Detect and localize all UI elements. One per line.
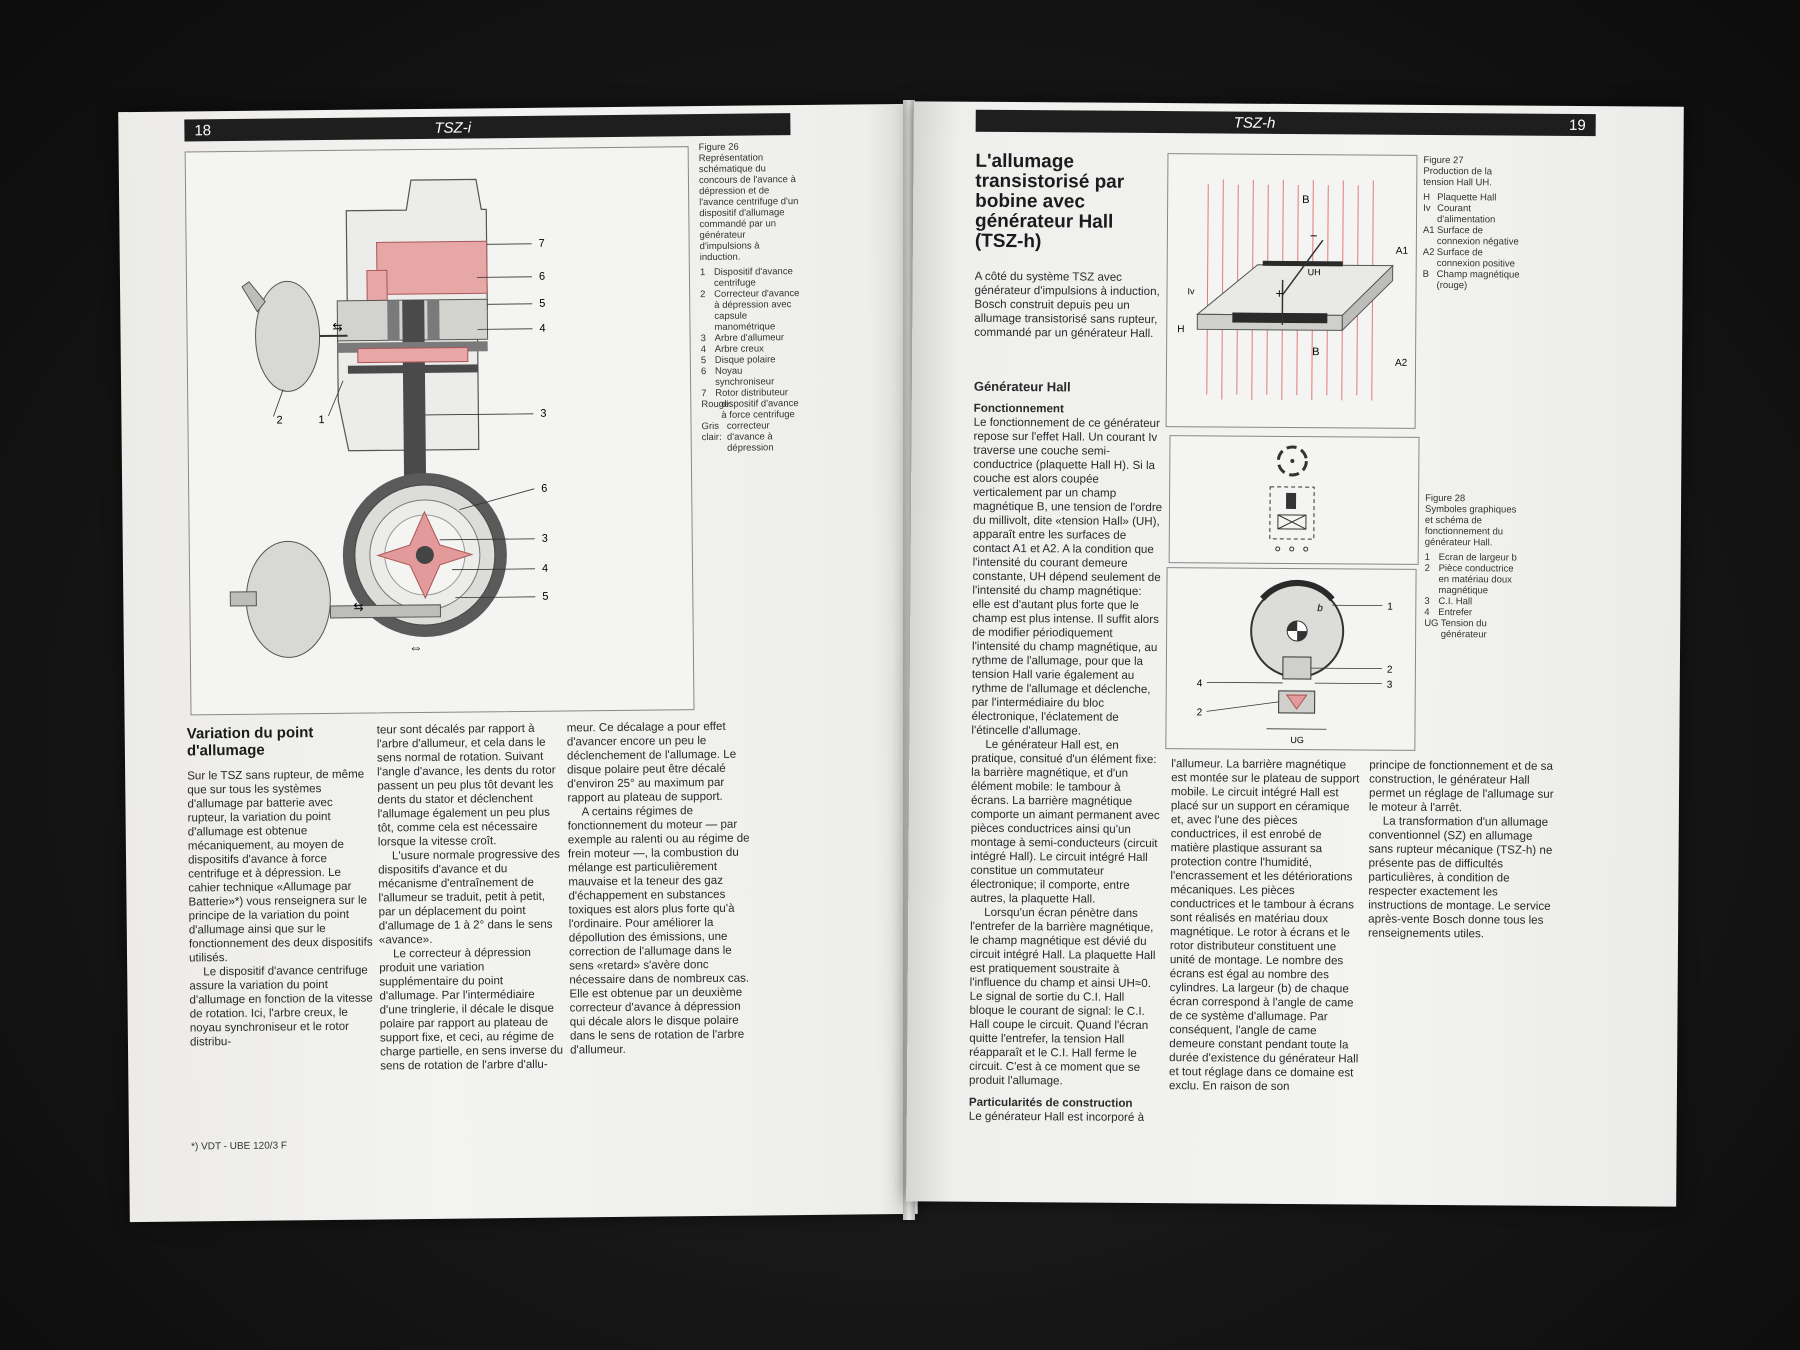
vacuum-capsule-bottom	[245, 540, 331, 658]
fig28-callout-2b: 2	[1197, 707, 1203, 718]
left-page-number: 18	[194, 121, 212, 139]
fig27-label-b-top: B	[1302, 194, 1309, 206]
left-heading: Variation du point d'allumage	[186, 724, 314, 760]
hall-symbol-diagram	[1269, 445, 1315, 552]
left-col-2: teur sont décalés par rapport à l'arbre …	[376, 721, 564, 1073]
right-col-3: principe de fonctionnement et de sa cons…	[1368, 758, 1554, 941]
right-intro: A côté du système TSZ avec générateur d'…	[974, 269, 1160, 341]
callout-bottom-3: 3	[542, 533, 548, 545]
right-subheading-2: Particularités de construction	[968, 1095, 1133, 1110]
figure-28-caption: Figure 28 Symboles graphiques et schéma …	[1424, 493, 1525, 641]
fig27-label-a1: A1	[1396, 246, 1409, 257]
fig28-callout-3: 3	[1387, 680, 1393, 691]
fig27-label-b-bottom: B	[1312, 346, 1319, 358]
left-col-1: Variation du point d'allumage Sur le TSZ…	[186, 724, 373, 1049]
callout-3: 3	[540, 408, 546, 420]
svg-text:+: +	[1275, 286, 1283, 301]
left-col-3: meur. Ce décalage a pour effet d'avancer…	[566, 719, 750, 1057]
figure-27-frame: + − B B A1 A2 H Iv UH	[1165, 153, 1418, 429]
figure-26-caption: Figure 26 Représentation schématique du …	[699, 141, 802, 454]
figure-26-description: Représentation schématique du concours d…	[698, 152, 799, 264]
callout-7: 7	[539, 238, 545, 250]
footnote: *) VDT - UBE 120/3 F	[190, 1140, 288, 1153]
rotor-distributor	[376, 240, 488, 295]
fig27-label-iv: Iv	[1187, 286, 1195, 296]
right-page: TSZ-h 19 L'allumage transistorisé par bo…	[906, 101, 1684, 1207]
hall-generator-schematic: 1 2 3 4 2 b UG	[1197, 579, 1393, 745]
figure-27-caption: Figure 27 Production de la tension Hall …	[1423, 155, 1524, 292]
fig28-callout-2a: 2	[1387, 665, 1393, 676]
right-header-bar: TSZ-h 19	[975, 109, 1596, 137]
callout-bottom-5: 5	[542, 591, 548, 603]
fig28-label-ug: UG	[1290, 735, 1304, 745]
right-section-title: TSZ-h	[1233, 114, 1276, 132]
svg-text:⇆: ⇆	[353, 600, 363, 614]
right-subheading: Générateur Hall	[973, 378, 1071, 395]
callout-4: 4	[539, 323, 545, 335]
hall-effect-diagram: + − B B A1 A2 H Iv UH	[1177, 179, 1409, 401]
fig28-callout-1: 1	[1387, 602, 1393, 613]
right-page-title: L'allumage transistorisé par bobine avec…	[974, 150, 1125, 253]
fig27-label-uh: UH	[1308, 267, 1321, 277]
right-col-1: Générateur Hall Fonctionnement Le foncti…	[968, 378, 1163, 1124]
right-subsubheading: Fonctionnement	[973, 401, 1064, 416]
callout-bottom-6: 6	[541, 483, 547, 495]
distributor-diagram: ⇆ 7 6 5 4 3 2 1	[229, 178, 548, 658]
centrifuge-weights	[357, 347, 469, 364]
callout-1: 1	[318, 414, 324, 426]
callout-5: 5	[539, 298, 545, 310]
left-header-bar: 18 TSZ-i	[184, 113, 791, 142]
vacuum-capsule-top	[255, 280, 321, 392]
fig28-callout-4: 4	[1197, 678, 1203, 689]
fig27-label-a2: A2	[1395, 358, 1408, 369]
svg-text:−: −	[1310, 228, 1318, 243]
figure-28-schematic-frame: 1 2 3 4 2 b UG	[1165, 567, 1417, 751]
callout-bottom-4: 4	[542, 563, 548, 575]
svg-text:⇔: ⇔	[409, 639, 423, 655]
left-page: 18 TSZ-i ⇆	[118, 103, 918, 1223]
callout-2: 2	[276, 414, 282, 426]
distributor-shaft	[402, 299, 427, 481]
figure-28-symbol-frame	[1168, 435, 1420, 565]
fig28-label-b: b	[1317, 603, 1323, 614]
right-col-2: l'allumeur. La barrière magnétique est m…	[1168, 757, 1360, 1093]
fig27-label-h: H	[1177, 324, 1184, 335]
svg-text:⇆: ⇆	[332, 320, 342, 334]
callout-6: 6	[539, 271, 545, 283]
figure-26-title: Figure 26	[698, 141, 739, 154]
left-section-title: TSZ-i	[434, 118, 472, 137]
figure-26-frame: ⇆ 7 6 5 4 3 2 1	[184, 146, 695, 716]
right-page-number: 19	[1568, 116, 1586, 134]
